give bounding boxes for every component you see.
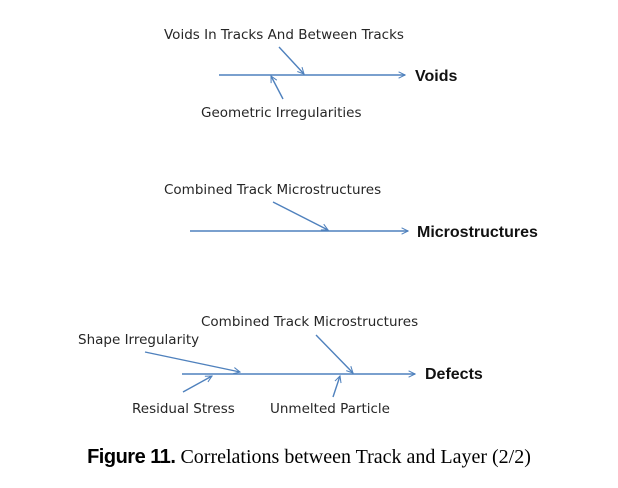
microstructures-group: Combined Track Microstructures Microstru… (164, 182, 538, 241)
defects-cause-arrow-2 (144, 351, 240, 372)
voids-cause-arrow-2 (270, 76, 284, 100)
cause-label-combined-track-microstructures: Combined Track Microstructures (164, 182, 381, 198)
defects-cause-arrow-3 (182, 375, 212, 393)
defects-group: Combined Track Microstructures Shape Irr… (78, 314, 483, 417)
cause-label-voids-in-tracks: Voids In Tracks And Between Tracks (164, 27, 404, 43)
figure-caption-text: Correlations between Track and Layer (2/… (175, 446, 531, 468)
cause-effect-diagram: Voids In Tracks And Between Tracks Geome… (78, 27, 538, 417)
cause-label-combined-track-microstructures-2: Combined Track Microstructures (201, 314, 418, 330)
outcome-label-defects: Defects (425, 366, 483, 383)
figure-number: Figure 11. (87, 446, 176, 468)
voids-group: Voids In Tracks And Between Tracks Geome… (164, 27, 457, 121)
figure-caption: Figure 11. Correlations between Track an… (0, 446, 618, 469)
outcome-label-voids: Voids (415, 68, 457, 85)
cause-label-unmelted-particle: Unmelted Particle (270, 401, 390, 417)
voids-cause-arrow-1 (278, 46, 304, 74)
cause-label-residual-stress: Residual Stress (132, 401, 235, 417)
cause-label-geometric-irregularities: Geometric Irregularities (201, 105, 361, 121)
defects-cause-arrow-4 (332, 376, 340, 398)
microstructures-cause-arrow-1 (272, 201, 328, 231)
outcome-label-microstructures: Microstructures (417, 224, 538, 241)
defects-cause-arrow-1 (315, 334, 353, 373)
cause-label-shape-irregularity: Shape Irregularity (78, 332, 199, 348)
